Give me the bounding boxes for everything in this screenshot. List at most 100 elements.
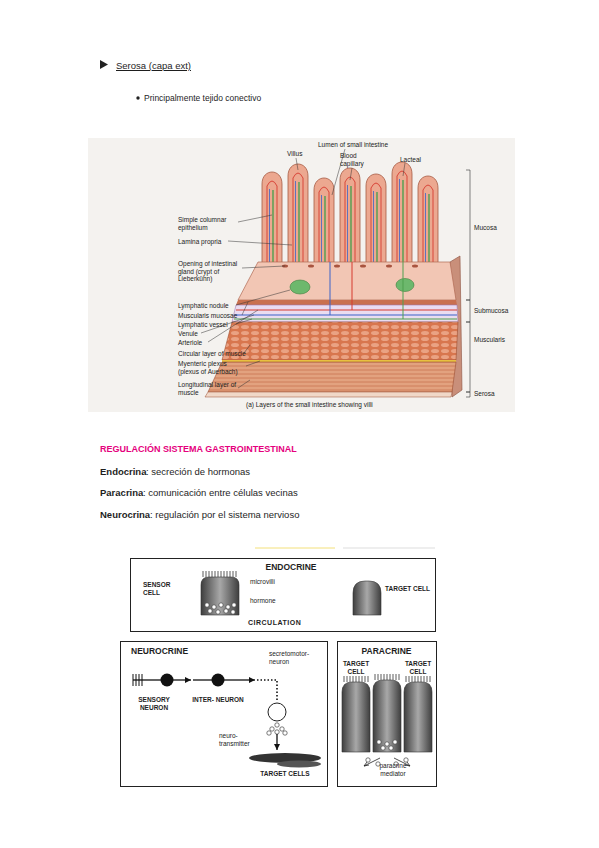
bullet-dot — [136, 96, 139, 99]
connector-label: neuro- transmitter — [219, 732, 259, 747]
part-label: Arteriole — [178, 339, 202, 347]
microvillus — [224, 571, 225, 577]
part-label: Simple columnar epithelium — [178, 216, 236, 231]
part-label: Lymphatic nodule — [178, 302, 229, 310]
microvilli — [406, 676, 430, 682]
microvillus — [375, 674, 376, 680]
definition: : regulación por el sistema nervioso — [150, 509, 299, 521]
panel-box: NEUROCRINESENSORY NEURONINTER- NEURONsec… — [120, 641, 328, 787]
part-label: Lacteal — [400, 156, 421, 164]
granules — [267, 723, 287, 735]
microvillus — [221, 571, 222, 577]
microvillus — [378, 674, 379, 680]
neuron-symbol: INTER- NEURON — [191, 666, 245, 724]
granule — [376, 762, 380, 766]
section-heading: REGULACIÓN SISTEMA GASTROINTESTINAL — [100, 444, 297, 455]
target-cell: TARGET CELL — [402, 660, 434, 754]
drawing-part — [236, 300, 457, 305]
drawing-part — [330, 262, 331, 315]
term: Neurocrina — [100, 509, 150, 521]
granule — [219, 603, 223, 607]
part-label: Villus — [287, 150, 302, 158]
microvillus — [230, 571, 231, 577]
microvillus — [430, 676, 431, 682]
part-label: Circular layer of muscle — [178, 350, 246, 358]
panel-heading: PARACRINE — [338, 646, 435, 656]
drawing-part — [205, 392, 452, 397]
granule — [267, 731, 271, 735]
microvillus — [368, 676, 369, 682]
drawing-part — [386, 265, 392, 268]
granule — [216, 610, 220, 614]
microvillus — [381, 674, 382, 680]
drawing-part — [238, 380, 250, 388]
drawing-part — [412, 265, 418, 268]
neuron-body — [268, 703, 286, 721]
axon — [173, 679, 181, 680]
granule — [224, 609, 228, 613]
granule — [381, 746, 385, 750]
granule — [270, 727, 274, 731]
microvillus — [421, 676, 422, 682]
cell-body — [373, 680, 401, 752]
microvillus — [353, 676, 354, 682]
microvillus — [418, 676, 419, 682]
shape-outline — [127, 666, 181, 724]
granule — [393, 740, 397, 744]
cell-label: TARGET CELL — [402, 660, 434, 675]
granules — [377, 740, 397, 750]
layer-label: Submucosa — [474, 307, 508, 315]
microvillus — [359, 676, 360, 682]
granule — [366, 758, 370, 762]
drawing-part — [296, 158, 298, 170]
shape-outline — [255, 650, 325, 734]
dendrite — [133, 679, 161, 680]
cell-body — [342, 682, 370, 752]
drawing-part — [242, 266, 285, 268]
bullet-arrow — [100, 60, 108, 69]
drawing-part — [290, 280, 310, 294]
panel-heading: ENDOCRINE — [241, 562, 341, 572]
granule — [275, 730, 279, 734]
shape-outline — [351, 579, 433, 615]
receptor-tooth — [142, 674, 143, 686]
granule — [208, 609, 212, 613]
receptor-comb — [133, 674, 142, 686]
microvillus — [344, 676, 345, 682]
drawing-part — [236, 309, 457, 310]
drawing-part — [208, 362, 456, 392]
layer-label: Mucosa — [474, 224, 497, 232]
term: Endocrina — [100, 466, 146, 478]
drawing-part — [308, 265, 314, 268]
microvillus — [427, 676, 428, 682]
granule — [205, 603, 209, 607]
part-label: Myenteric plexus (plexus of Auerbach) — [178, 360, 246, 375]
part-label: Opening of intestinal gland (crypt of Li… — [178, 260, 240, 283]
drawing-part — [222, 322, 458, 360]
target-cell: TARGET CELL — [340, 660, 372, 754]
drawing-part — [234, 319, 457, 320]
drawing-part — [232, 305, 458, 322]
granules — [205, 603, 236, 614]
cell-body — [353, 581, 381, 615]
granule — [394, 762, 398, 766]
cell-body — [404, 682, 432, 752]
microvillus — [227, 571, 228, 577]
layer-label: Muscularis — [474, 336, 505, 344]
drawing-part — [242, 302, 248, 315]
neuron-body — [212, 674, 225, 687]
shape-outline — [245, 750, 325, 784]
microvilli — [344, 676, 368, 682]
sensor-cell: SENSOR CELL — [143, 567, 243, 615]
drawing-part — [234, 314, 457, 315]
microvillus — [233, 571, 234, 577]
microvilli — [203, 571, 236, 577]
term: Paracrina — [100, 487, 143, 499]
receptor-tooth — [133, 674, 134, 686]
part-label: paracrine mediator — [372, 762, 414, 777]
panel-heading: NEUROCRINE — [131, 646, 231, 656]
cell-label: TARGET CELLS — [245, 770, 325, 778]
neuron-label: INTER- NEURON — [191, 696, 245, 704]
axon — [224, 679, 245, 680]
